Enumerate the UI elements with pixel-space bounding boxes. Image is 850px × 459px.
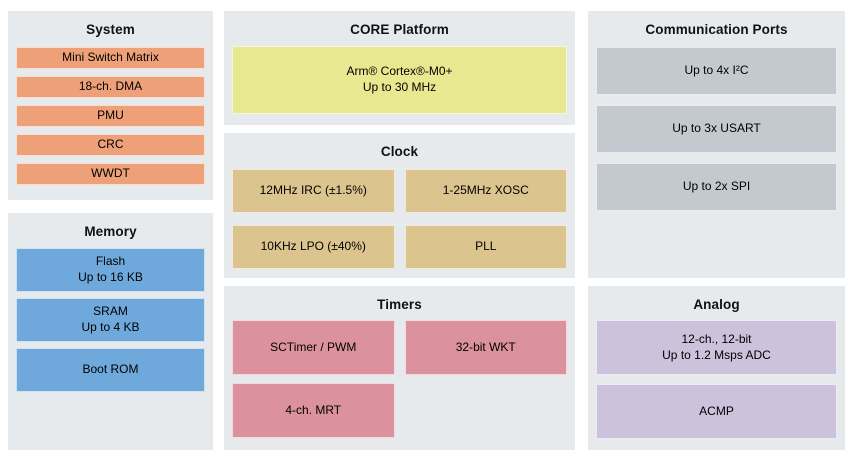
panel-comm-title: Communication Ports bbox=[645, 22, 788, 37]
panel-timers-blocks: SCTimer / PWM 32-bit WKT 4-ch. MRT bbox=[232, 320, 567, 438]
block-label-line1: SRAM bbox=[93, 304, 128, 319]
panel-core-blocks: Arm® Cortex®-M0+ Up to 30 MHz bbox=[232, 46, 567, 114]
block-label-line1: 4-ch. MRT bbox=[285, 402, 342, 417]
panel-timers-title: Timers bbox=[377, 297, 422, 312]
block-label-line1: 1-25MHz XOSC bbox=[442, 183, 529, 198]
block-label-line1: Flash bbox=[95, 254, 126, 269]
block-mini-switch-matrix: Mini Switch Matrix bbox=[16, 47, 205, 69]
block-xosc: 1-25MHz XOSC bbox=[404, 169, 567, 213]
panel-clock-title: Clock bbox=[380, 144, 419, 159]
block-label-line1: Up to 3x USART bbox=[672, 121, 761, 136]
block-label-line1: CRC bbox=[97, 137, 124, 152]
block-label-line2: Up to 1.2 Msps ADC bbox=[662, 347, 771, 362]
block-label-line2: Up to 30 MHz bbox=[362, 80, 437, 94]
block-label-line1: 18-ch. DMA bbox=[78, 79, 143, 94]
block-dma: 18-ch. DMA bbox=[16, 76, 205, 98]
panel-core-title: CORE Platform bbox=[350, 22, 449, 37]
block-sram: SRAM Up to 4 KB bbox=[16, 298, 205, 342]
block-label-line1: ACMP bbox=[699, 403, 734, 418]
block-label-line1: SCTimer / PWM bbox=[270, 339, 357, 354]
block-boot-rom: Boot ROM bbox=[16, 348, 205, 392]
block-i2c: Up to 4x I²C bbox=[596, 47, 837, 95]
block-pmu: PMU bbox=[16, 105, 205, 127]
block-label-line1: PMU bbox=[97, 108, 124, 123]
block-lpo: 10KHz LPO (±40%) bbox=[232, 225, 395, 269]
panel-clock-blocks: 12MHz IRC (±1.5%) 1-25MHz XOSC 10KHz LPO… bbox=[232, 169, 567, 269]
panel-system-blocks: Mini Switch Matrix 18-ch. DMA PMU CRC WW… bbox=[16, 47, 205, 185]
block-label-line1: Up to 4x I²C bbox=[684, 63, 749, 78]
panel-memory: Memory Flash Up to 16 KB SRAM Up to 4 KB… bbox=[8, 213, 213, 450]
block-label-line1: 32-bit WKT bbox=[455, 339, 516, 354]
block-label-line2: Up to 4 KB bbox=[81, 320, 140, 334]
panel-analog-blocks: 12-ch., 12-bit Up to 1.2 Msps ADC ACMP bbox=[596, 320, 837, 439]
block-wkt: 32-bit WKT bbox=[404, 320, 567, 375]
block-label-line1: WWDT bbox=[91, 166, 130, 181]
panel-comm-blocks: Up to 4x I²C Up to 3x USART Up to 2x SPI bbox=[596, 47, 837, 211]
block-label-line1: Boot ROM bbox=[82, 362, 139, 377]
block-label-line1: Mini Switch Matrix bbox=[62, 50, 159, 65]
block-wwdt: WWDT bbox=[16, 163, 205, 185]
block-label-line1: 10KHz LPO (±40%) bbox=[260, 239, 366, 254]
block-spi: Up to 2x SPI bbox=[596, 163, 837, 211]
block-acmp: ACMP bbox=[596, 384, 837, 439]
block-sctimer-pwm: SCTimer / PWM bbox=[232, 320, 395, 375]
block-flash: Flash Up to 16 KB bbox=[16, 248, 205, 292]
block-label-line2: Up to 16 KB bbox=[78, 270, 143, 284]
panel-analog: Analog 12-ch., 12-bit Up to 1.2 Msps ADC… bbox=[588, 286, 845, 450]
block-label-line1: Arm® Cortex®-M0+ bbox=[346, 64, 453, 79]
block-usart: Up to 3x USART bbox=[596, 105, 837, 153]
block-label-line1: 12-ch., 12-bit bbox=[681, 331, 752, 346]
panel-timers: Timers SCTimer / PWM 32-bit WKT 4-ch. MR… bbox=[224, 286, 575, 450]
panel-system: System Mini Switch Matrix 18-ch. DMA PMU… bbox=[8, 11, 213, 200]
panel-clock: Clock 12MHz IRC (±1.5%) 1-25MHz XOSC 10K… bbox=[224, 133, 575, 278]
block-pll: PLL bbox=[404, 225, 567, 269]
panel-communication-ports: Communication Ports Up to 4x I²C Up to 3… bbox=[588, 11, 845, 278]
block-cortex-m0plus: Arm® Cortex®-M0+ Up to 30 MHz bbox=[232, 46, 567, 114]
block-label-line1: Up to 2x SPI bbox=[682, 179, 751, 194]
panel-system-title: System bbox=[86, 22, 135, 37]
block-adc: 12-ch., 12-bit Up to 1.2 Msps ADC bbox=[596, 320, 837, 375]
block-label-line1: PLL bbox=[475, 239, 497, 254]
block-label-line1: 12MHz IRC (±1.5%) bbox=[259, 183, 367, 198]
panel-analog-title: Analog bbox=[693, 297, 740, 312]
panel-memory-title: Memory bbox=[84, 224, 137, 239]
block-mrt: 4-ch. MRT bbox=[232, 383, 395, 438]
panel-memory-blocks: Flash Up to 16 KB SRAM Up to 4 KB Boot R… bbox=[16, 248, 205, 392]
block-crc: CRC bbox=[16, 134, 205, 156]
block-irc: 12MHz IRC (±1.5%) bbox=[232, 169, 395, 213]
panel-core-platform: CORE Platform Arm® Cortex®-M0+ Up to 30 … bbox=[224, 11, 575, 125]
